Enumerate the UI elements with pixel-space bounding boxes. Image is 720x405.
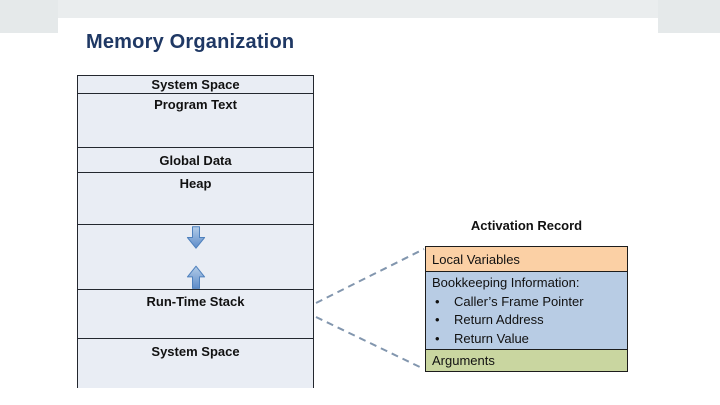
page-top-band [0,0,720,18]
segment-label: Heap [179,176,212,191]
bookkeeping-bullet-item: • Return Value [432,330,623,349]
memory-segment-system-space-top: System Space [78,76,313,94]
bullet-icon: • [435,312,440,327]
memory-segment-heap: Heap [78,173,313,225]
segment-label: Global Data [159,152,232,168]
memory-segment-program-text: Program Text [78,94,313,148]
bullet-text: Caller’s Frame Pointer [454,293,584,309]
bookkeeping-heading: Bookkeeping Information: [432,275,580,290]
segment-label: Program Text [154,97,237,112]
up-arrow-icon [186,265,205,289]
memory-diagram: System Space Program Text Global Data He… [77,75,314,388]
memory-segment-runtime-stack: Run-Time Stack [78,290,313,339]
activation-record-title: Activation Record [470,218,583,233]
activation-record-arguments: Arguments [426,350,627,371]
section-label: Arguments [432,353,495,368]
memory-segment-system-space-bottom: System Space [78,339,313,386]
bullet-icon: • [435,293,440,309]
down-arrow-icon [186,226,205,249]
bullet-text: Return Value [454,330,529,346]
bullet-text: Return Address [454,312,544,327]
slide-title: Memory Organization [86,31,295,53]
segment-label: System Space [151,77,240,92]
activation-record-local-variables: Local Variables [426,247,627,272]
segment-label: System Space [151,344,240,359]
page-corner-right [658,0,720,33]
page-corner-left [0,0,58,33]
memory-segment-global-data: Global Data [78,148,313,173]
bookkeeping-bullet-item: • Return Address [432,311,623,330]
bullet-icon: • [435,330,440,346]
memory-segment-growth-gap [78,225,313,290]
activation-record: Local Variables Bookkeeping Information:… [425,246,628,372]
segment-label: Run-Time Stack [146,294,245,309]
activation-record-bookkeeping: Bookkeeping Information: • Caller’s Fram… [426,272,627,350]
section-label: Local Variables [432,251,520,267]
bookkeeping-bullet-item: • Caller’s Frame Pointer [432,293,623,312]
